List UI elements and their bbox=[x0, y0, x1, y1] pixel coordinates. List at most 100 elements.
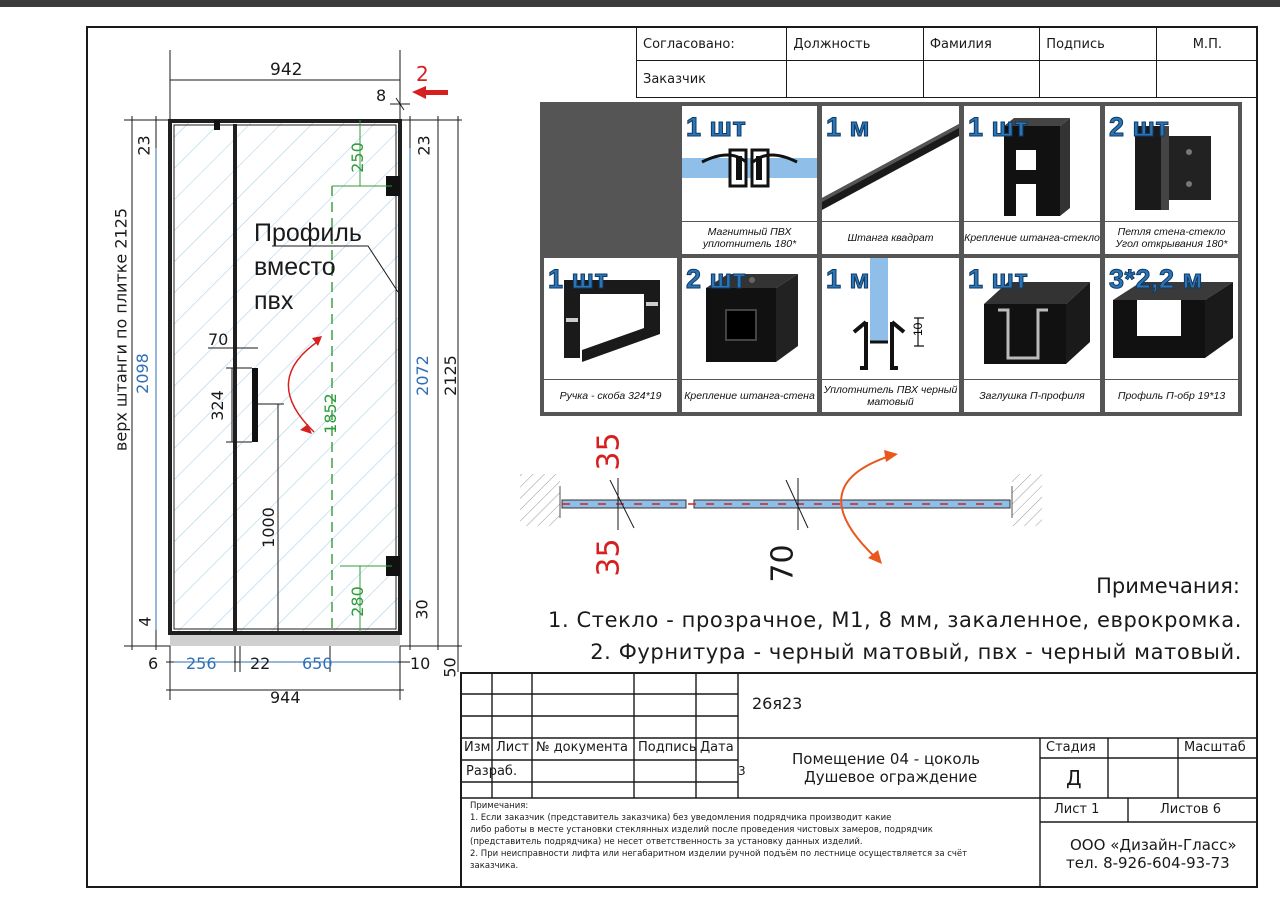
dim-bottom-1: 6 bbox=[148, 654, 159, 673]
tb-small-note-line: заказчика. bbox=[470, 861, 519, 871]
dim-bottom-3: 22 bbox=[250, 654, 271, 673]
tb-small-note-line: 2. При неисправности лифта или негабарит… bbox=[470, 849, 968, 859]
dim-bottom-2: 256 bbox=[186, 654, 217, 673]
notes-line-1: 1. Стекло - прозрачное, М1, 8 мм, закале… bbox=[548, 608, 1242, 632]
tb-header-date: Дата bbox=[700, 740, 734, 755]
door-handle bbox=[252, 368, 258, 442]
tb-sheet-label: Лист 1 bbox=[1054, 802, 1100, 817]
part-caption: Ручка - скоба 324*19 bbox=[544, 379, 677, 412]
part-caption: Крепление штанга-стекло bbox=[964, 221, 1100, 254]
callout-number: 2 bbox=[416, 62, 429, 86]
profile-note-line3: пвх bbox=[254, 287, 294, 315]
bar-wall-mount-icon bbox=[706, 274, 798, 362]
approval-table: Согласовано: Должность Фамилия Подпись М… bbox=[635, 28, 1258, 98]
part-caption: Крепление штанга-стена bbox=[682, 379, 817, 412]
part-caption: Штанга квадрат bbox=[822, 221, 959, 254]
square-bar-icon bbox=[822, 124, 959, 210]
wall-glass-hinge-icon bbox=[1135, 126, 1211, 210]
part-qty: 1 шт bbox=[547, 264, 609, 295]
profile-note-line2: вместо bbox=[254, 253, 336, 281]
part-card-bracket-handle: 1 шт Ручка - скоба 324*19 bbox=[544, 258, 677, 412]
part-qty: 2 шт bbox=[1108, 112, 1170, 143]
glass-hatch bbox=[174, 122, 398, 632]
part-qty: 1 шт bbox=[967, 264, 1029, 295]
tb-header-docnum: № документа bbox=[536, 740, 628, 755]
tb-small-note-line: (представитель подрядчика) не несет отве… bbox=[470, 837, 863, 847]
tb-small-notes: Примечания: 1. Если заказчик (представит… bbox=[470, 800, 1036, 872]
dim-bottom-4: 650 bbox=[302, 654, 333, 673]
approval-cell bbox=[786, 60, 924, 98]
tb-developed-label: Разраб. bbox=[466, 764, 518, 779]
notes-line-2: 2. Фурнитура - черный матовый, пвх - чер… bbox=[590, 640, 1242, 664]
tb-stage-value: Д bbox=[1066, 766, 1082, 790]
callout-arrow-icon bbox=[412, 86, 448, 99]
approval-cell bbox=[1039, 60, 1157, 98]
notes-title: Примечания: bbox=[1096, 574, 1240, 598]
bar-clamp bbox=[214, 120, 220, 130]
window-top-bar bbox=[0, 0, 1280, 7]
bar-glass-clamp-icon bbox=[1004, 118, 1070, 216]
dim-overall-bottom: 944 bbox=[270, 688, 301, 707]
part-qty: 1 шт bbox=[685, 112, 747, 143]
dim-gap-top: 8 bbox=[376, 86, 387, 105]
dim-bottom-5: 10 bbox=[410, 654, 431, 673]
tb-stage-label: Стадия bbox=[1046, 740, 1096, 755]
part-caption: Заглушка П-профиля bbox=[964, 379, 1100, 412]
approval-col-signature: Подпись bbox=[1039, 28, 1157, 62]
parts-grid: 1 шт Магнитный ПВХ уплотнитель 180* 1 м … bbox=[540, 102, 1242, 416]
tb-sheets-label: Листов 6 bbox=[1160, 802, 1221, 817]
seal-dim-text: 10 bbox=[911, 322, 925, 336]
hinge-top bbox=[386, 176, 400, 196]
approval-cell bbox=[922, 60, 1041, 98]
part-card-magnetic-seal: 1 шт Магнитный ПВХ уплотнитель 180* bbox=[682, 106, 817, 254]
part-qty: 2 шт bbox=[685, 264, 747, 295]
pvc-seal-icon: 10 bbox=[852, 258, 925, 370]
tb-phone: тел. 8-926-604-93-73 bbox=[1066, 854, 1230, 872]
tb-small-note-line: 1. Если заказчик (представитель заказчик… bbox=[470, 813, 892, 823]
floor-strip bbox=[170, 632, 400, 646]
part-qty: 1 м bbox=[826, 264, 871, 295]
drawing-sheet-border bbox=[86, 26, 1258, 888]
part-card-wall-glass-hinge: 2 шт Петля стена-стекло Угол открывания … bbox=[1105, 106, 1238, 254]
tb-header-sheet: Лист bbox=[496, 740, 529, 755]
tb-project-line2: Душевое ограждение bbox=[804, 768, 978, 786]
part-caption: Петля стена-стекло Угол открывания 180* bbox=[1105, 221, 1238, 254]
part-card-bar-glass-clamp: 1 шт Крепление штанга-стекло bbox=[964, 106, 1100, 254]
tb-scale-label: Масштаб bbox=[1184, 740, 1246, 755]
u-profile-cap-icon bbox=[984, 282, 1090, 364]
wall-left-hatch bbox=[520, 474, 560, 526]
tb-company: ООО «Дизайн-Гласс» bbox=[1070, 836, 1237, 854]
tb-header-change: Изм bbox=[464, 740, 491, 755]
part-card-u-profile-cap: 1 шт Заглушка П-профиля bbox=[964, 258, 1100, 412]
tb-small-notes-title: Примечания: bbox=[470, 801, 529, 811]
tb-small-note-line: либо работы в месте установки стеклянных… bbox=[470, 825, 933, 835]
dim-handle-width: 70 bbox=[208, 330, 229, 349]
approval-customer-label: Заказчик bbox=[635, 60, 788, 98]
part-qty: 1 шт bbox=[967, 112, 1029, 143]
part-card-bar-wall-mount: 2 шт Крепление штанга-стена bbox=[682, 258, 817, 412]
approval-cell bbox=[1155, 60, 1258, 98]
u-profile-icon bbox=[1113, 282, 1233, 358]
magnetic-seal-icon bbox=[682, 148, 817, 188]
tb-date-fragment: 3 bbox=[738, 764, 746, 778]
bracket-handle-icon bbox=[564, 280, 660, 362]
part-caption: Уплотнитель ПВХ черный матовый bbox=[822, 379, 959, 412]
hinge-bottom bbox=[386, 556, 400, 576]
tb-header-signature: Подпись bbox=[638, 740, 697, 755]
part-card-square-bar: 1 м Штанга квадрат bbox=[822, 106, 959, 254]
dim-overall-top: 942 bbox=[270, 60, 303, 80]
shower-frame bbox=[168, 119, 402, 635]
part-caption: Магнитный ПВХ уплотнитель 180* bbox=[682, 221, 817, 254]
part-caption: Профиль П-обр 19*13 bbox=[1105, 379, 1238, 412]
profile-note-line1: Профиль bbox=[254, 219, 362, 247]
title-block bbox=[460, 672, 1258, 888]
title-code: 26я23 bbox=[752, 694, 803, 713]
part-card-pvc-seal: 10 1 м Уплотнитель ПВХ черный матовый bbox=[822, 258, 959, 412]
tb-project-line1: Помещение 04 - цоколь bbox=[792, 750, 980, 768]
part-qty: 1 м bbox=[826, 112, 871, 143]
part-card-u-profile: 3*2,2 м Профиль П-обр 19*13 bbox=[1105, 258, 1238, 412]
approval-col-position: Должность bbox=[786, 28, 924, 62]
